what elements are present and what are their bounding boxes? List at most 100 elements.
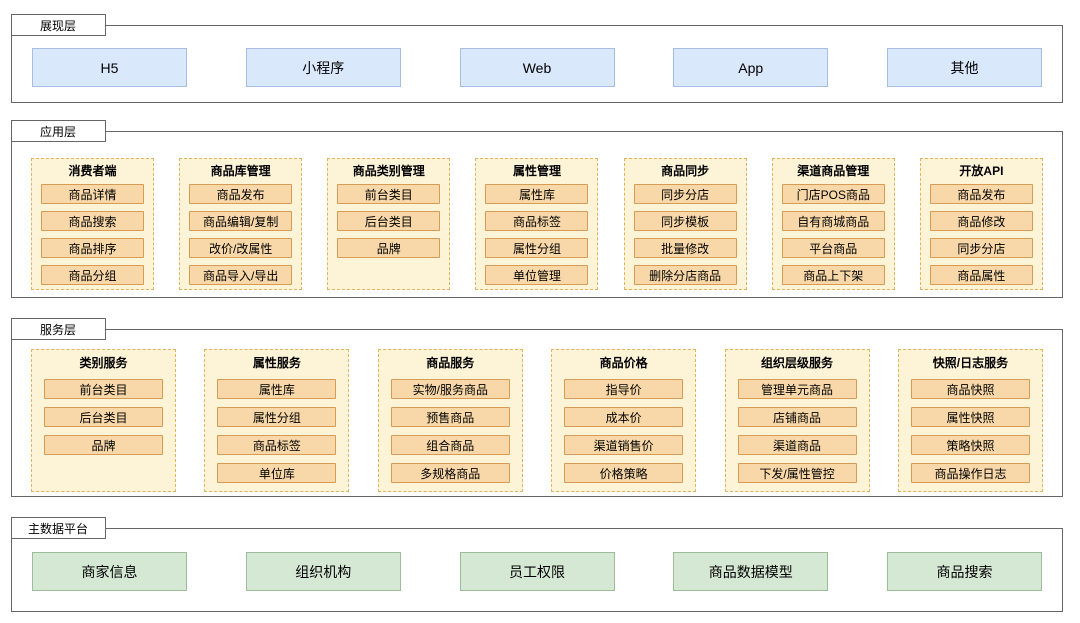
module-group-title: 消费者端 [68, 164, 117, 178]
module-item: 同步分店 [929, 238, 1033, 258]
module-group: 商品库管理商品发布商品编辑/复制改价/改属性商品导入/导出 [179, 158, 303, 290]
module-group-title: 开放API [959, 164, 1004, 178]
module-item: 商品导入/导出 [189, 265, 293, 285]
module-item: 前台类目 [337, 184, 441, 204]
module-group-title: 商品库管理 [210, 164, 271, 178]
module-group: 商品类别管理前台类目后台类目品牌 [327, 158, 451, 290]
module-item: 前台类目 [44, 379, 163, 399]
service-group-row: 类别服务前台类目后台类目品牌属性服务属性库属性分组商品标签单位库商品服务实物/服… [12, 330, 1062, 492]
module-group: 组织层级服务管理单元商品店铺商品渠道商品下发/属性管控 [724, 349, 870, 492]
diagram-node: 商品数据模型 [673, 552, 829, 591]
module-group-title: 类别服务 [79, 356, 128, 370]
module-item: 策略快照 [910, 435, 1030, 455]
module-item: 预售商品 [390, 407, 510, 427]
module-item: 属性快照 [910, 407, 1030, 427]
module-group-title: 商品价格 [599, 356, 648, 370]
module-item: 属性库 [217, 379, 337, 399]
layer-service: 服务层 类别服务前台类目后台类目品牌属性服务属性库属性分组商品标签单位库商品服务… [10, 318, 1063, 497]
module-item: 商品编辑/复制 [189, 211, 293, 231]
module-item: 渠道销售价 [564, 435, 684, 455]
layer-label: 展现层 [39, 18, 76, 33]
diagram-node: 其他 [887, 48, 1042, 87]
module-item: 批量修改 [633, 238, 737, 258]
module-item: 商品搜索 [41, 211, 144, 231]
application-group-row: 消费者端商品详情商品搜索商品排序商品分组商品库管理商品发布商品编辑/复制改价/改… [12, 132, 1062, 290]
module-item: 属性分组 [217, 407, 337, 427]
module-group: 开放API 商品发布商品修改同步分店商品属性 [919, 158, 1043, 290]
module-item: 商品发布 [189, 184, 293, 204]
layer-label: 应用层 [39, 124, 76, 139]
module-group: 商品同步同步分店同步模板批量修改删除分店商品 [623, 158, 747, 290]
layer-master-data: 主数据平台 商家信息 组织机构 员工权限 商品数据模型 商品搜索 [10, 517, 1063, 612]
module-group: 快照/日志服务商品快照属性快照策略快照商品操作日志 [897, 349, 1043, 492]
module-item: 商品修改 [929, 211, 1033, 231]
module-item: 属性库 [485, 184, 589, 204]
module-group-title: 属性服务 [252, 356, 301, 370]
module-item: 价格策略 [564, 463, 684, 483]
diagram-node: H5 [32, 48, 187, 87]
module-item: 实物/服务商品 [390, 379, 510, 399]
layer-label: 服务层 [39, 322, 76, 337]
module-item: 商品操作日志 [910, 463, 1030, 483]
diagram-node: 商家信息 [32, 552, 187, 591]
module-item: 后台类目 [337, 211, 441, 231]
module-item: 同步模板 [633, 211, 737, 231]
layer-application: 应用层 消费者端商品详情商品搜索商品排序商品分组商品库管理商品发布商品编辑/复制… [10, 120, 1063, 298]
module-item: 属性分组 [485, 238, 589, 258]
module-group: 属性服务属性库属性分组商品标签单位库 [204, 349, 350, 492]
module-item: 商品发布 [929, 184, 1033, 204]
module-group-title: 渠道商品管理 [797, 164, 870, 178]
diagram-node: 组织机构 [245, 552, 401, 591]
module-item: 商品属性 [929, 265, 1033, 285]
module-item: 商品上下架 [781, 265, 885, 285]
module-group-title: 属性管理 [512, 164, 561, 178]
module-item: 单位库 [217, 463, 337, 483]
module-item: 指导价 [564, 379, 684, 399]
module-item: 商品排序 [41, 238, 144, 258]
module-group: 消费者端商品详情商品搜索商品排序商品分组 [31, 158, 154, 290]
module-item: 同步分店 [633, 184, 737, 204]
module-group-title: 商品服务 [426, 356, 475, 370]
module-item: 商品标签 [217, 435, 337, 455]
module-item: 成本价 [564, 407, 684, 427]
module-item: 商品分组 [41, 265, 144, 285]
module-group-title: 商品类别管理 [352, 164, 425, 178]
module-item: 后台类目 [44, 407, 163, 427]
module-group: 商品服务实物/服务商品预售商品组合商品多规格商品 [377, 349, 523, 492]
module-group: 渠道商品管理门店POS商品自有商城商品平台商品商品上下架 [771, 158, 895, 290]
module-group: 类别服务前台类目后台类目品牌 [31, 349, 176, 492]
module-item: 自有商城商品 [781, 211, 885, 231]
module-item: 门店POS商品 [781, 184, 885, 204]
module-item: 删除分店商品 [633, 265, 737, 285]
module-group-title: 组织层级服务 [761, 356, 834, 370]
module-item: 改价/改属性 [189, 238, 293, 258]
layer-label-tab: 应用层 [10, 120, 106, 142]
module-item: 平台商品 [781, 238, 885, 258]
module-item: 商品快照 [910, 379, 1030, 399]
module-item: 单位管理 [485, 265, 589, 285]
layer-label-tab: 展现层 [10, 14, 106, 36]
module-item: 管理单元商品 [737, 379, 857, 399]
module-item: 店铺商品 [737, 407, 857, 427]
module-group-title: 快照/日志服务 [932, 356, 1009, 370]
module-group: 商品价格指导价成本价渠道销售价价格策略 [551, 349, 697, 492]
layer-label-tab: 服务层 [10, 318, 106, 340]
diagram-node: App [673, 48, 829, 87]
module-group: 属性管理属性库商品标签属性分组单位管理 [475, 158, 599, 290]
diagram-node: 员工权限 [459, 552, 615, 591]
module-item: 组合商品 [390, 435, 510, 455]
module-item: 商品标签 [485, 211, 589, 231]
module-item: 下发/属性管控 [737, 463, 857, 483]
layer-label: 主数据平台 [27, 521, 88, 536]
diagram-node: Web [459, 48, 615, 87]
master-data-node-row: 商家信息 组织机构 员工权限 商品数据模型 商品搜索 [12, 552, 1062, 591]
module-item: 渠道商品 [737, 435, 857, 455]
diagram-node: 商品搜索 [887, 552, 1042, 591]
module-item: 商品详情 [41, 184, 144, 204]
layer-label-tab: 主数据平台 [10, 517, 106, 539]
module-item: 品牌 [337, 238, 441, 258]
module-group-title: 商品同步 [661, 164, 710, 178]
